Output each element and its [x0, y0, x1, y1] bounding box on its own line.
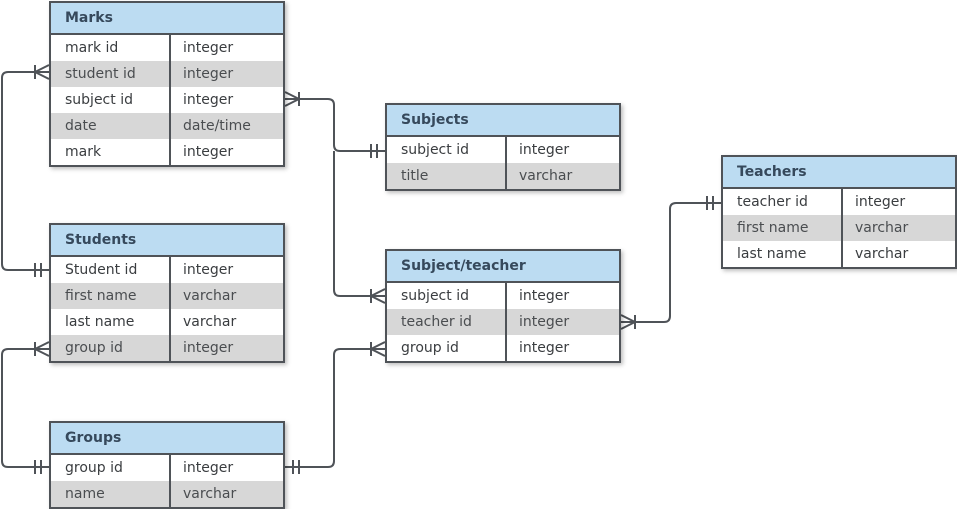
column-type: integer	[519, 340, 570, 356]
table-row: mark id integer	[51, 35, 283, 61]
many-marker	[34, 341, 50, 357]
column-name: teacher id	[737, 194, 808, 210]
table-row: student id integer	[51, 61, 283, 87]
table-row: first name varchar	[723, 215, 955, 241]
column-type: integer	[519, 142, 570, 158]
column-type: date/time	[183, 118, 251, 134]
column-divider	[169, 35, 171, 165]
column-type: integer	[183, 340, 234, 356]
table-subjects[interactable]: Subjects subject id integer title varchar	[385, 103, 621, 191]
column-divider	[505, 137, 507, 189]
relationship-teachers-subjectteacher	[621, 202, 721, 323]
column-type: varchar	[519, 168, 573, 184]
relationship-subjects-marks	[285, 98, 385, 152]
column-name: group id	[401, 340, 459, 356]
table-row: group id integer	[51, 455, 283, 481]
table-row: date date/time	[51, 113, 283, 139]
table-row: subject id integer	[387, 283, 619, 309]
column-name: teacher id	[401, 314, 472, 330]
column-type: integer	[183, 40, 234, 56]
column-type: integer	[183, 262, 234, 278]
relationship-subjects-subjectteacher	[333, 151, 385, 297]
table-row: Student id integer	[51, 257, 283, 283]
table-title: Teachers	[723, 157, 955, 189]
column-name: last name	[65, 314, 135, 330]
column-divider	[841, 189, 843, 267]
column-name: mark	[65, 144, 102, 160]
table-title: Subject/teacher	[387, 251, 619, 283]
column-name: subject id	[401, 142, 469, 158]
column-name: name	[65, 486, 105, 502]
table-row: mark integer	[51, 139, 283, 165]
table-title: Marks	[51, 3, 283, 35]
column-name: date	[65, 118, 97, 134]
column-type: varchar	[855, 220, 909, 236]
column-type: varchar	[183, 314, 237, 330]
one-marker	[34, 460, 42, 474]
column-type: varchar	[855, 246, 909, 262]
table-row: name varchar	[51, 481, 283, 507]
one-marker	[34, 263, 42, 277]
column-type: integer	[183, 66, 234, 82]
one-marker	[370, 144, 378, 158]
column-divider	[169, 257, 171, 361]
table-title: Subjects	[387, 105, 619, 137]
column-divider	[169, 455, 171, 507]
many-marker	[370, 341, 386, 357]
many-marker	[34, 64, 50, 80]
table-row: group id integer	[51, 335, 283, 361]
table-row: group id integer	[387, 335, 619, 361]
table-row: subject id integer	[387, 137, 619, 163]
table-groups[interactable]: Groups group id integer name varchar	[49, 421, 285, 509]
column-type: integer	[519, 288, 570, 304]
table-row: last name varchar	[51, 309, 283, 335]
column-name: subject id	[401, 288, 469, 304]
table-row: last name varchar	[723, 241, 955, 267]
column-name: group id	[65, 340, 123, 356]
column-type: integer	[183, 144, 234, 160]
table-teachers[interactable]: Teachers teacher id integer first name varch…	[721, 155, 957, 269]
column-type: varchar	[183, 288, 237, 304]
column-type: integer	[183, 92, 234, 108]
one-marker	[292, 460, 300, 474]
column-name: group id	[65, 460, 123, 476]
many-marker	[370, 288, 386, 304]
relationship-groups-students	[1, 348, 49, 468]
column-type: integer	[519, 314, 570, 330]
relationship-groups-subjectteacher	[285, 348, 385, 468]
one-marker	[706, 196, 714, 210]
column-name: subject id	[65, 92, 133, 108]
column-type: varchar	[183, 486, 237, 502]
column-type: integer	[855, 194, 906, 210]
table-row: first name varchar	[51, 283, 283, 309]
column-name: Student id	[65, 262, 138, 278]
column-name: student id	[65, 66, 136, 82]
table-row: teacher id integer	[387, 309, 619, 335]
table-title: Groups	[51, 423, 283, 455]
column-divider	[505, 283, 507, 361]
column-type: integer	[183, 460, 234, 476]
table-title: Students	[51, 225, 283, 257]
table-row: teacher id integer	[723, 189, 955, 215]
column-name: mark id	[65, 40, 119, 56]
column-name: title	[401, 168, 429, 184]
table-row: subject id integer	[51, 87, 283, 113]
column-name: first name	[65, 288, 137, 304]
column-name: first name	[737, 220, 809, 236]
table-row: title varchar	[387, 163, 619, 189]
column-name: last name	[737, 246, 807, 262]
relationship-students-marks	[1, 71, 49, 271]
many-marker	[620, 314, 636, 330]
many-marker	[284, 91, 300, 107]
